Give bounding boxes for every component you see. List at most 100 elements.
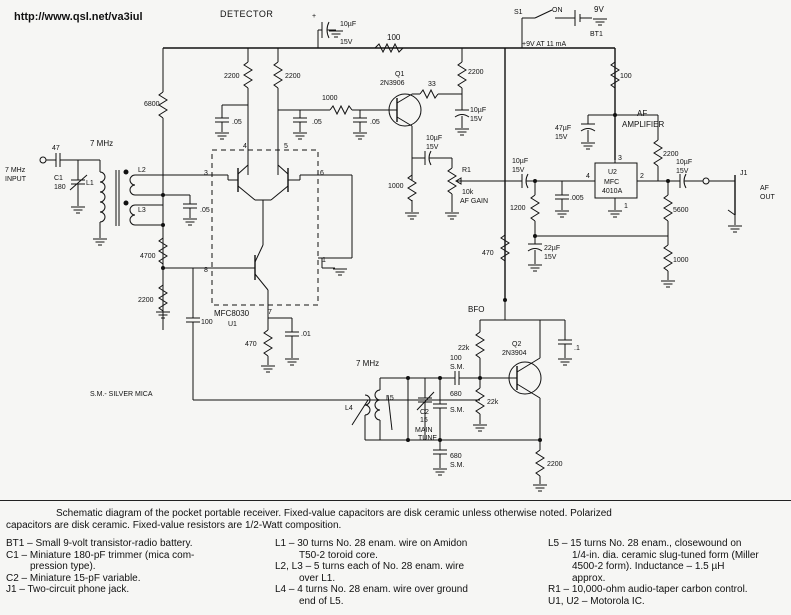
- part-j1: J1 – Two-circuit phone jack.: [6, 584, 130, 595]
- q2-name: Q2: [512, 341, 521, 348]
- part-c2: C2 – Miniature 15-pF variable.: [6, 572, 141, 584]
- c22-label: 22µF: [544, 245, 560, 252]
- r100-c-label: 100: [620, 73, 632, 80]
- main-tune-label: MAIN: [415, 427, 433, 434]
- af-gain-label: AF GAIN: [460, 198, 488, 205]
- u2-label: U2: [608, 169, 617, 176]
- c05-c-label: .05: [370, 119, 380, 126]
- detector-title: DETECTOR: [220, 9, 273, 19]
- r470-a-label: 470: [245, 341, 257, 348]
- part-c1: C1 – Miniature 180-pF trimmer (mica com-: [6, 549, 195, 561]
- c10-r1-label: 10µF: [426, 135, 442, 142]
- svg-text:15V: 15V: [512, 167, 525, 174]
- u1-type: MFC8030: [214, 309, 250, 318]
- r2200-b-label: 2200: [285, 73, 301, 80]
- part-l5-cont3: approx.: [572, 572, 606, 584]
- l1-label: L1: [86, 180, 94, 187]
- svg-text:OUT: OUT: [760, 194, 776, 201]
- c100-sm-label: 100: [450, 355, 462, 362]
- part-l4-cont: end of L5.: [299, 595, 344, 607]
- caption-line-1: Schematic diagram of the pocket portable…: [56, 508, 612, 519]
- c1-label: C1: [54, 175, 63, 182]
- part-u1-u2: U1, U2 – Motorola IC.: [548, 595, 645, 607]
- af-out-label: AF: [760, 185, 769, 192]
- j1-label: J1: [740, 170, 748, 177]
- r5600-label: 5600: [673, 207, 689, 214]
- c05-d-label: .05: [200, 207, 210, 214]
- c680-a-label: 680: [450, 391, 462, 398]
- c05-a-label: .05: [232, 119, 242, 126]
- u2-pin2: 2: [640, 173, 644, 180]
- r2200-f-label: 2200: [547, 461, 563, 468]
- r1000-c-label: 1000: [673, 257, 689, 264]
- c680-b-label: 680: [450, 453, 462, 460]
- part-r1: R1 – 10,000-ohm audio-taper carbon contr…: [548, 584, 748, 595]
- c47-amp-label: 47µF: [555, 125, 571, 132]
- r2200-a-label: 2200: [224, 73, 240, 80]
- bt1-label: BT1: [590, 31, 603, 38]
- on-label: ON: [552, 7, 563, 14]
- q1-name: Q1: [395, 71, 404, 78]
- r2200-d-label: 2200: [138, 297, 154, 304]
- svg-text:+: +: [312, 13, 316, 20]
- caption-line-2: capacitors are disk ceramic. Fixed-value…: [6, 520, 342, 531]
- part-l2-l3: L2, L3 – 5 turns each of No. 28 enam. wi…: [275, 561, 464, 572]
- s1-label: S1: [514, 9, 523, 16]
- source-url: http://www.qsl.net/va3iul: [14, 11, 143, 23]
- svg-text:S.M.: S.M.: [450, 364, 464, 371]
- input-freq: 7 MHz: [5, 167, 26, 174]
- u1-pin6: 6: [320, 170, 324, 177]
- parts-list-col1: BT1 – Small 9-volt transistor-radio batt…: [6, 538, 268, 596]
- c-1-label: .1: [574, 345, 580, 352]
- divider: [0, 500, 791, 501]
- r33-label: 33: [428, 81, 436, 88]
- r4700-label: 4700: [140, 253, 156, 260]
- af-amp-label: AF: [637, 109, 647, 118]
- parts-list-col2: L1 – 30 turns No. 28 enam. wire on Amido…: [275, 538, 537, 607]
- r2200-c-label: 2200: [468, 69, 484, 76]
- q1-type: 2N3906: [380, 80, 405, 87]
- svg-text:S.M.: S.M.: [450, 407, 464, 414]
- c01-label: .01: [301, 331, 311, 338]
- part-l5-cont1: 1/4-in. dia. ceramic slug-tuned form (Mi…: [572, 549, 759, 561]
- freq-bfo: 7 MHz: [356, 359, 379, 368]
- l4-label: L4: [345, 405, 353, 412]
- schematic-diagram: http://www.qsl.net/va3iul DETECTOR + 10µ…: [5, 5, 776, 492]
- input-label: INPUT: [5, 176, 27, 183]
- u1-pin7: 7: [268, 309, 272, 316]
- svg-text:15V: 15V: [470, 116, 483, 123]
- caption: Schematic diagram of the pocket portable…: [6, 508, 786, 532]
- r22k-a-label: 22k: [458, 345, 470, 352]
- u1-pin1: 1: [322, 257, 326, 264]
- c005-label: .005: [570, 195, 584, 202]
- freq-top: 7 MHz: [90, 139, 113, 148]
- part-l1: L1 – 30 turns No. 28 enam. wire on Amido…: [275, 538, 468, 549]
- r1-value: 10k: [462, 189, 474, 196]
- c2-value: 15: [420, 417, 428, 424]
- part-l1-cont: T50-2 toroid core.: [299, 549, 378, 561]
- u2-pin4: 4: [586, 173, 590, 180]
- svg-text:15V: 15V: [676, 168, 689, 175]
- r-top-label: 100: [387, 33, 401, 42]
- svg-text:15V: 15V: [544, 254, 557, 261]
- c-top-label: 10µF: [340, 21, 356, 28]
- part-l5: L5 – 15 turns No. 28 enam., closewound o…: [548, 538, 742, 549]
- c10-out-label: 10µF: [676, 159, 692, 166]
- part-l4: L4 – 4 turns No. 28 enam. wire over grou…: [275, 584, 468, 595]
- l3-label: L3: [138, 207, 146, 214]
- bt1-voltage-label: 9V: [594, 5, 604, 14]
- svg-text:15V: 15V: [340, 39, 353, 46]
- parts-list-col3: L5 – 15 turns No. 28 enam., closewound o…: [548, 538, 788, 607]
- c10-amp-label: 10µF: [512, 158, 528, 165]
- r1000-b-label: 1000: [388, 183, 404, 190]
- u1-pin3: 3: [204, 170, 208, 177]
- q2-type: 2N3904: [502, 350, 527, 357]
- u1-pin5: 5: [284, 143, 288, 150]
- part-bt1: BT1 – Small 9-volt transistor-radio batt…: [6, 538, 193, 549]
- supply-label: +9V AT 11 mA: [522, 41, 566, 48]
- u2-pin3: 3: [618, 155, 622, 162]
- c47-input-label: 47: [52, 145, 60, 152]
- r1000-a-label: 1000: [322, 95, 338, 102]
- c1-value: 180: [54, 184, 66, 191]
